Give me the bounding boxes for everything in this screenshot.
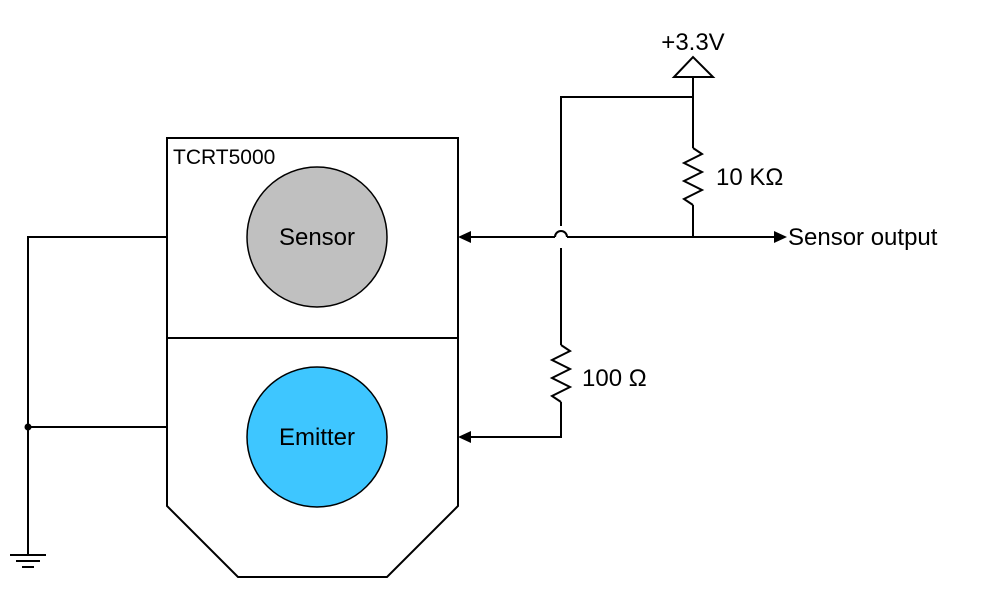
led-resistor-icon xyxy=(549,344,573,403)
arrow-output-icon xyxy=(774,231,787,243)
wire-crossover-hop xyxy=(554,230,568,238)
ground-wires xyxy=(27,236,167,555)
emitter-feed-wire xyxy=(470,402,562,438)
emitter-label: Emitter xyxy=(279,424,355,451)
supply-arrow-icon xyxy=(671,55,716,78)
emitter-circle xyxy=(246,366,388,508)
ground-icon xyxy=(10,554,46,568)
sensor-circle xyxy=(246,166,388,308)
pullup-resistor-icon xyxy=(681,147,705,206)
supply-label: +3.3V xyxy=(661,29,724,56)
sensor-label: Sensor xyxy=(279,224,355,251)
led-resistor-label: 100 Ω xyxy=(582,365,647,392)
pullup-resistor-label: 10 KΩ xyxy=(716,164,783,191)
arrow-to-sensor-icon xyxy=(458,231,471,243)
supply-rail-wire xyxy=(560,77,694,226)
chip-label: TCRT5000 xyxy=(173,146,275,169)
arrow-to-emitter-icon xyxy=(458,431,471,443)
junction-dot xyxy=(24,423,32,431)
sensor-output-label: Sensor output xyxy=(788,224,938,251)
